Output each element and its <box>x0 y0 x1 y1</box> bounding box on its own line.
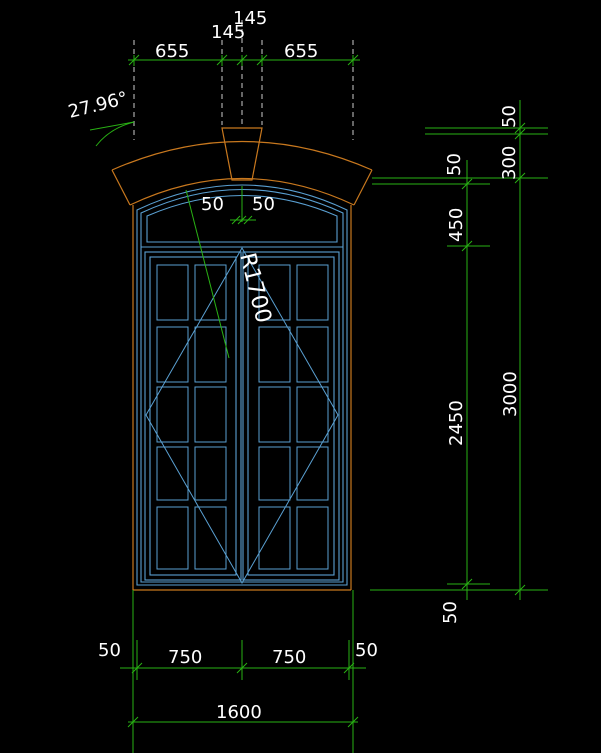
dim-right-50-top: 50 <box>499 105 520 128</box>
keystone <box>221 127 263 181</box>
dim-bottom-50-left: 50 <box>98 640 121 661</box>
dimension-lines <box>89 54 548 753</box>
arch-outline <box>111 127 373 591</box>
opening-direction-lines <box>145 246 339 585</box>
dim-bottom-750-left: 750 <box>168 647 202 668</box>
dim-top-145-a: 145 <box>211 22 245 43</box>
dim-bottom-1600: 1600 <box>216 702 262 723</box>
dim-right-50-mid: 50 <box>444 153 465 176</box>
dim-arch-right-50: 50 <box>252 194 275 215</box>
right-sash-panes <box>258 264 329 570</box>
dim-top-right-655: 655 <box>284 41 318 62</box>
dim-top-145-b: 145 <box>233 8 267 29</box>
dim-right-450: 450 <box>446 208 467 242</box>
dim-arch-left-50: 50 <box>201 194 224 215</box>
left-sash-panes <box>156 264 227 570</box>
dim-right-300: 300 <box>499 146 520 180</box>
dim-bottom-50-right: 50 <box>355 640 378 661</box>
dim-top-left-655: 655 <box>155 41 189 62</box>
centerlines <box>133 20 354 140</box>
dim-bottom-750-right: 750 <box>272 647 306 668</box>
dim-right-2450: 2450 <box>446 400 467 446</box>
window-frame <box>136 184 348 586</box>
dim-right-50-bottom: 50 <box>440 601 461 624</box>
dim-right-3000: 3000 <box>500 371 521 417</box>
